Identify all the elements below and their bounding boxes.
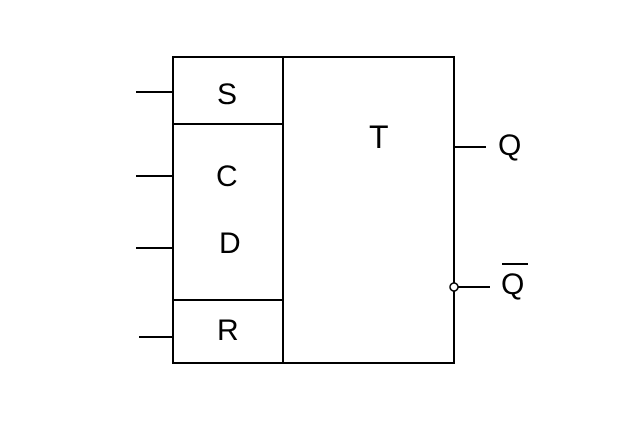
flip-flop-body <box>172 56 455 364</box>
q-output-label: Q <box>498 129 522 162</box>
set-label: S <box>217 78 238 111</box>
q-bar-output-label: Q <box>501 268 525 301</box>
inversion-bubble <box>449 282 459 292</box>
reset-label: R <box>217 314 239 347</box>
data-label: D <box>219 227 241 260</box>
clock-label: C <box>216 160 238 193</box>
flip-flop-type-label: T <box>369 119 389 155</box>
